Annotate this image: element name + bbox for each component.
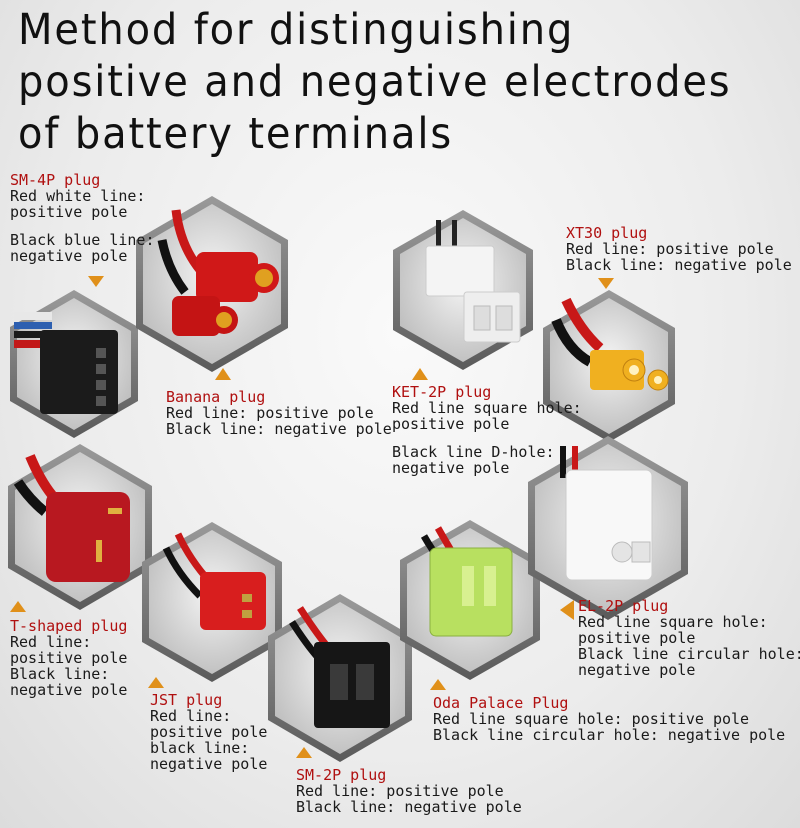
- oda-line-1: Red line square hole: positive pole: [433, 710, 750, 728]
- sm4p-name: SM-4P plug: [10, 171, 101, 189]
- banana-line-1: Red line: positive pole: [166, 404, 374, 422]
- sm2p-hexagon: [268, 594, 412, 762]
- sm4p-line-3: Black blue line:: [10, 231, 155, 249]
- el2p-label: EL-2P plug Red line square hole: positiv…: [578, 598, 800, 678]
- banana-hexagon: [136, 196, 288, 372]
- oda-label: Oda Palace Plug Red line square hole: po…: [433, 695, 785, 743]
- tshaped-hexagon: [8, 444, 152, 610]
- xt30-label: XT30 plug Red line: positive pole Black …: [566, 225, 792, 273]
- sm4p-line-4: negative pole: [10, 247, 128, 265]
- tshaped-label: T-shaped plug Red line: positive pole Bl…: [10, 618, 127, 698]
- xt30-name: XT30 plug: [566, 224, 648, 242]
- tshaped-line-2: positive pole: [10, 649, 128, 667]
- jst-label: JST plug Red line: positive pole black l…: [150, 692, 267, 772]
- el2p-line-4: negative pole: [578, 661, 696, 679]
- banana-line-2: Black line: negative pole: [166, 420, 392, 438]
- jst-line-4: negative pole: [150, 755, 268, 773]
- el2p-line-2: positive pole: [578, 629, 696, 647]
- el2p-hexagon: [528, 436, 688, 620]
- sm4p-hexagon: [10, 290, 138, 438]
- ket2p-label: KET-2P plug Red line square hole: positi…: [392, 384, 582, 476]
- ket2p-line-4: negative pole: [392, 459, 510, 477]
- sm4p-line-2: positive pole: [10, 203, 128, 221]
- title-line-2: positive and negative electrodes: [18, 57, 732, 107]
- el2p-name: EL-2P plug: [578, 597, 669, 615]
- oda-name: Oda Palace Plug: [433, 694, 569, 712]
- tshaped-line-4: negative pole: [10, 681, 128, 699]
- page-title: Method for distinguishing positive and n…: [18, 4, 743, 160]
- tshaped-line-3: Black line:: [10, 665, 110, 683]
- banana-name: Banana plug: [166, 388, 266, 406]
- jst-line-3: black line:: [150, 739, 250, 757]
- sm4p-line-1: Red white line:: [10, 187, 146, 205]
- ket2p-hexagon: [393, 210, 533, 370]
- pointer-arrows: [10, 276, 614, 758]
- oda-line-2: Black line circular hole: negative pole: [433, 726, 786, 744]
- banana-label: Banana plug Red line: positive pole Blac…: [166, 389, 392, 437]
- sm2p-name: SM-2P plug: [296, 766, 387, 784]
- sm2p-line-1: Red line: positive pole: [296, 782, 504, 800]
- el2p-line-1: Red line square hole:: [578, 613, 768, 631]
- jst-line-1: Red line:: [150, 707, 232, 725]
- jst-name: JST plug: [150, 691, 223, 709]
- sm2p-line-2: Black line: negative pole: [296, 798, 522, 816]
- xt30-line-2: Black line: negative pole: [566, 256, 792, 274]
- sm2p-label: SM-2P plug Red line: positive pole Black…: [296, 767, 522, 815]
- ket2p-line-3: Black line D-hole:: [392, 443, 555, 461]
- title-line-3: of battery terminals: [18, 109, 454, 159]
- oda-hexagon: [400, 520, 540, 680]
- jst-line-2: positive pole: [150, 723, 268, 741]
- xt30-line-1: Red line: positive pole: [566, 240, 774, 258]
- title-line-1: Method for distinguishing: [18, 5, 575, 55]
- sm4p-label: SM-4P plug Red white line: positive pole…: [10, 172, 155, 264]
- tshaped-name: T-shaped plug: [10, 617, 128, 635]
- xt30-hexagon: [543, 290, 675, 442]
- ket2p-line-1: Red line square hole:: [392, 399, 582, 417]
- tshaped-line-1: Red line:: [10, 633, 92, 651]
- ket2p-name: KET-2P plug: [392, 383, 492, 401]
- el2p-line-3: Black line circular hole:: [578, 645, 800, 663]
- ket2p-line-2: positive pole: [392, 415, 510, 433]
- jst-hexagon: [142, 522, 282, 682]
